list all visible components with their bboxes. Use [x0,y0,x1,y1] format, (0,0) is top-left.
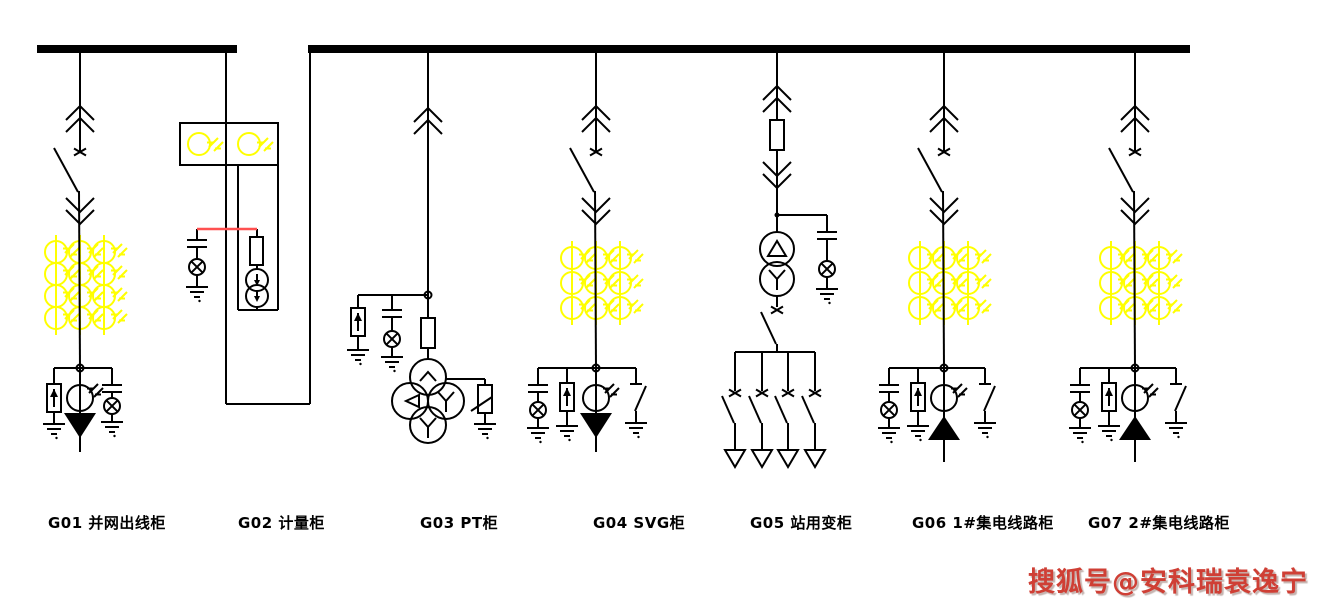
g03-pt-cabinet [346,53,497,444]
cabinet-label-g01: G01 并网出线柜 [48,514,166,532]
surge-arrester-icon [350,307,366,337]
g02-metering-cabinet [179,53,311,405]
indicator-lamp-icon [103,397,121,415]
fuse-icon [420,317,436,349]
lv-feeders [721,352,827,469]
circuit-breaker-blade [569,147,595,193]
cabinet-label-g06: G06 1#集电线路柜 [912,514,1054,532]
pt-fuse-icon [249,236,264,266]
busbar-left-section [37,45,237,53]
g05-station-transformer-cabinet [721,53,839,469]
earthing-switch-icon [974,384,996,438]
pt-cluster-icon [391,358,465,444]
delta-wye-transformer-icon [759,231,795,297]
metering-ct-box [179,122,279,166]
current-transformer-grid [909,241,991,325]
cable-termination-down-icon [580,413,612,438]
watermark-text: 搜狐号@安科瑞袁逸宁 [1028,567,1308,598]
cabinet-label-g05: G05 站用变柜 [750,514,853,532]
g07-collector-line-2-cabinet [1068,53,1187,462]
cabinet-label-g07: G07 2#集电线路柜 [1088,514,1230,532]
g01-grid-outgoing-feeder [42,53,127,452]
cabinet-label-g02: G02 计量柜 [238,514,325,532]
cabinet-label-g04: G04 SVG柜 [593,514,686,532]
circuit-breaker-blade [53,147,79,193]
cabinet-label-g03: G03 PT柜 [420,514,499,532]
cable-termination-down-icon [64,413,96,438]
lv-switch-blade [760,311,777,345]
current-transformer-grid [561,241,643,325]
busbar-right-section [308,45,1190,53]
current-transformer-grid [1100,241,1182,325]
current-transformer-grid [45,235,127,335]
voltage-indicator-lamp-icon [188,258,206,276]
cable-termination-up-icon [928,416,960,440]
fuse-icon [769,119,785,151]
metering-ct-pair [188,133,273,155]
meter-icon [67,384,103,411]
ground-icon [42,423,66,441]
earthing-switch-icon [625,384,647,438]
g06-collector-line-1-cabinet [877,53,996,462]
g04-svg-cabinet [526,53,647,452]
cable-termination-up-icon [1119,416,1151,440]
circuit-breaker-blade [1108,147,1134,193]
earthing-switch-icon [1165,384,1187,438]
surge-arrester-icon [46,383,62,413]
circuit-breaker-blade [917,147,943,193]
